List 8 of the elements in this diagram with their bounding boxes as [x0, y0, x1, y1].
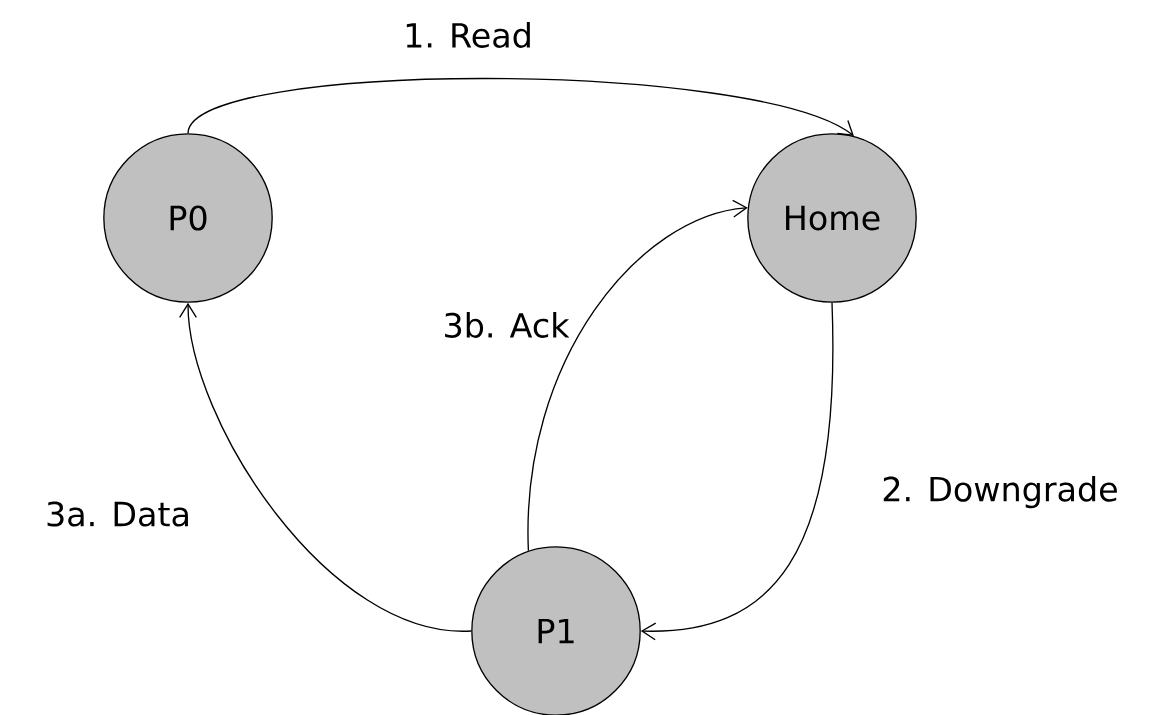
edge-label: 2. Downgrade — [883, 475, 1117, 509]
arrow — [527, 199, 748, 552]
arrow — [179, 302, 472, 632]
edge-label: 3b. Ack — [445, 312, 570, 338]
edge-label: 1. Read — [406, 22, 530, 48]
arrow — [640, 302, 834, 641]
edge-label: 3a. Data — [47, 501, 188, 527]
arrow — [187, 77, 854, 137]
